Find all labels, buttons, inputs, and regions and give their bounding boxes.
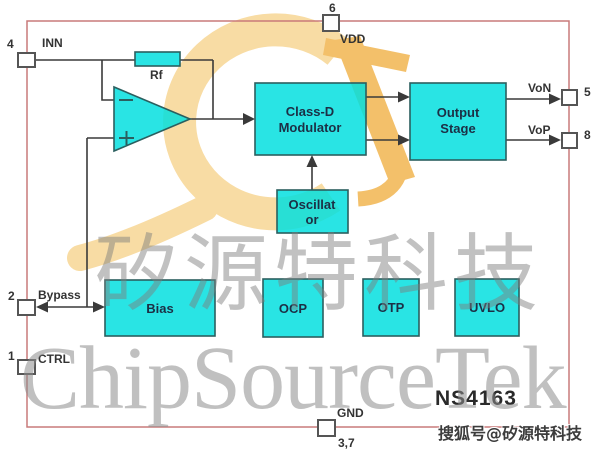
output-stage-label-1: Output: [437, 105, 480, 120]
pin-vop-label: VoP: [528, 123, 550, 137]
class-d-label-2: Modulator: [279, 120, 342, 135]
arrow-output-bot: [398, 134, 410, 146]
output-stage-label-2: Stage: [440, 121, 475, 136]
oscillator-label-1: Oscillat: [289, 197, 337, 212]
block-uvlo: [454, 278, 520, 337]
logo-tail: [67, 195, 218, 271]
arrow-into-modulator: [243, 113, 255, 125]
class-d-label-1: Class-D: [286, 104, 334, 119]
pin-inn-number: 4: [7, 37, 14, 51]
pin-gnd-box: [317, 419, 336, 437]
pin-von-box: [561, 89, 578, 106]
block-class-d-modulator: [254, 82, 367, 156]
pin-vdd-number: 6: [329, 1, 336, 15]
pin-von-label: VoN: [528, 81, 551, 95]
arrow-to-bypass-pin: [36, 301, 48, 313]
block-otp: [362, 278, 420, 337]
opamp-plus-icon: [119, 131, 134, 145]
part-number: NS4163: [435, 387, 517, 410]
arrow-osc: [306, 155, 318, 167]
uvlo-label: UVLO: [469, 300, 505, 315]
pin-bypass-label: Bypass: [38, 288, 81, 302]
pin-vdd-label: VDD: [340, 32, 366, 46]
pin-bypass-box: [17, 299, 36, 316]
pin-vop-number: 8: [584, 128, 591, 142]
wire-inverting-input: [101, 60, 114, 101]
pin-gnd-label: GND: [337, 406, 364, 420]
block-ocp: [262, 278, 324, 338]
rf-label: Rf: [150, 68, 164, 82]
arrow-to-bias: [93, 301, 105, 313]
block-output-stage: [409, 82, 507, 161]
opamp-triangle: [113, 85, 193, 153]
pin-ctrl-box: [17, 359, 36, 375]
pin-gnd-number: 3,7: [338, 436, 355, 450]
pin-ctrl-label: CTRL: [38, 352, 70, 366]
arrow-vop: [549, 134, 561, 146]
block-oscillator: [276, 189, 349, 234]
logo-t-hook: [357, 169, 408, 207]
ocp-label: OCP: [279, 301, 308, 316]
pin-inn-label: INN: [42, 36, 63, 50]
pin-inn-box: [17, 52, 36, 68]
block-bias: [104, 279, 216, 337]
pin-vdd-box: [322, 14, 340, 32]
arrow-von: [549, 93, 561, 105]
pin-bypass-number: 2: [8, 289, 15, 303]
chip-outline: [26, 20, 570, 428]
pin-von-number: 5: [584, 85, 591, 99]
oscillator-label-2: or: [306, 212, 319, 227]
arrow-output-top: [398, 91, 410, 103]
pin-vop-box: [561, 132, 578, 149]
logo-t-stem: [334, 36, 415, 184]
rf-resistor: [134, 51, 181, 67]
pin-ctrl-number: 1: [8, 349, 15, 363]
otp-label: OTP: [378, 300, 405, 315]
bias-label: Bias: [146, 301, 173, 316]
